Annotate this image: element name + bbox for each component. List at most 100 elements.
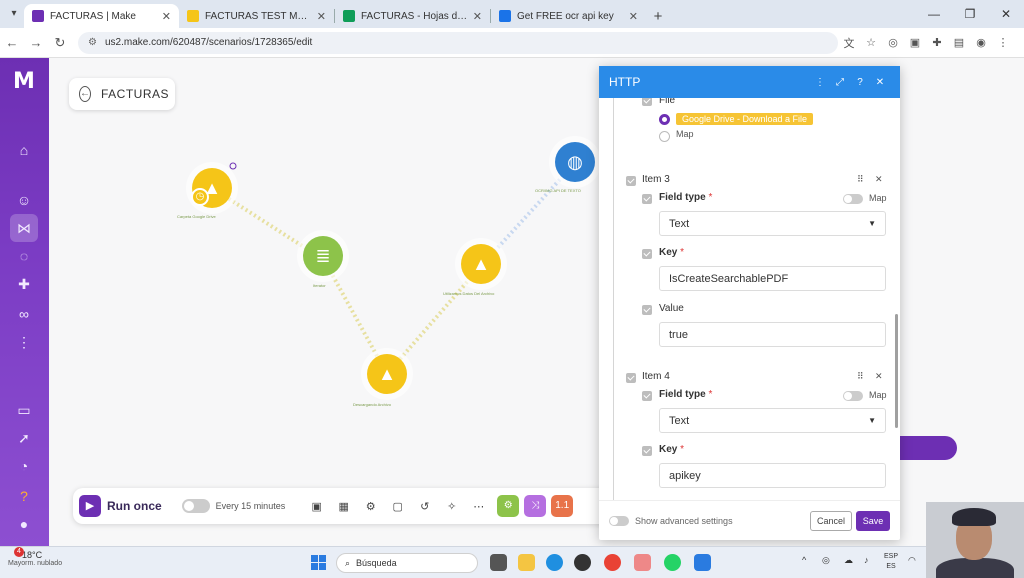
back-to-scenarios[interactable]: ← FACTURAS — [69, 78, 175, 110]
checkbox[interactable] — [626, 176, 636, 186]
run-once-label[interactable]: Run once — [107, 499, 162, 513]
close-tab-icon[interactable]: ✕ — [316, 10, 326, 23]
file-value-pill[interactable]: Google Drive - Download a File — [676, 113, 814, 125]
expand-icon[interactable]: ⤢ — [836, 76, 844, 88]
new-tab-button[interactable]: + — [653, 7, 663, 25]
translate-icon[interactable]: 文 — [843, 37, 855, 50]
iterator-node[interactable]: ≣ — [303, 236, 343, 276]
whatsapp-icon[interactable] — [664, 554, 681, 571]
tab-google-drive[interactable]: FACTURAS TEST MAKE - Googl ✕ — [179, 4, 334, 28]
undo-icon[interactable]: ↺ — [420, 500, 430, 513]
checkbox[interactable] — [642, 249, 652, 259]
controls-icon[interactable]: ▦ — [338, 500, 349, 513]
remove-item-icon[interactable]: ✕ — [875, 371, 883, 381]
tab-make[interactable]: FACTURAS | Make ✕ — [24, 4, 179, 28]
save-icon[interactable]: ▣ — [311, 500, 322, 513]
connections-icon[interactable]: ∞ — [19, 306, 29, 322]
team-icon[interactable]: ☺ — [16, 192, 32, 208]
notifications-icon[interactable]: ◔ — [19, 458, 29, 474]
scrollbar[interactable] — [895, 314, 898, 428]
help-icon[interactable]: ? — [20, 488, 28, 504]
tray-chevron-icon[interactable]: ^ — [802, 555, 807, 565]
tools-button[interactable]: ⚙ — [497, 495, 520, 517]
more-vert-icon[interactable]: ⋮ — [815, 76, 825, 88]
make-logo-icon[interactable]: M — [13, 69, 35, 94]
cancel-button[interactable]: Cancel — [810, 510, 852, 531]
file-explorer-icon[interactable] — [518, 554, 535, 571]
checkbox[interactable] — [642, 446, 652, 456]
text-parser-button[interactable]: 1.1 — [551, 495, 574, 517]
chrome-active-icon[interactable] — [634, 554, 651, 571]
checkbox[interactable] — [626, 373, 636, 383]
back-icon[interactable]: ← — [5, 35, 19, 50]
http-node[interactable]: ◍ — [555, 142, 595, 182]
wifi-icon[interactable]: ◠ — [908, 555, 916, 565]
map-toggle[interactable] — [843, 391, 863, 401]
key-input[interactable]: apikey — [659, 463, 886, 488]
edge-icon[interactable] — [546, 554, 563, 571]
chrome-icon[interactable] — [604, 554, 621, 571]
app-icon[interactable] — [574, 554, 591, 571]
notepad-icon[interactable] — [694, 554, 711, 571]
close-tab-icon[interactable]: ✕ — [628, 10, 638, 23]
tab-ocr[interactable]: Get FREE ocr api key ✕ — [491, 4, 646, 28]
forward-icon[interactable]: → — [29, 35, 43, 50]
checkbox[interactable] — [642, 305, 652, 315]
checkbox[interactable] — [642, 391, 652, 401]
run-once-button[interactable]: ▶ — [79, 495, 101, 517]
weather-widget[interactable]: 18°C Mayorm. nublado — [8, 550, 62, 567]
puzzle-icon[interactable]: ✚ — [932, 37, 942, 49]
restore-icon[interactable]: ❐ — [964, 7, 976, 21]
remove-item-icon[interactable]: ✕ — [875, 174, 883, 184]
windows-start-icon[interactable] — [311, 555, 326, 570]
site-info-icon[interactable]: ⚙ — [88, 37, 97, 48]
save-button[interactable]: Save — [856, 510, 890, 531]
extension-icon[interactable]: ◎ — [888, 37, 898, 49]
schedule-toggle[interactable] — [181, 499, 210, 513]
field-type-select[interactable]: Text ▼ — [659, 408, 886, 433]
bookmark-star-icon[interactable]: ☆ — [866, 37, 876, 49]
back-arrow-icon[interactable]: ← — [79, 86, 91, 102]
settings-gear-icon[interactable]: ⚙ — [365, 500, 376, 513]
extension-icon[interactable]: ▣ — [909, 37, 921, 49]
map-radio[interactable] — [659, 131, 670, 142]
download-file-node[interactable]: ▲ — [367, 354, 407, 394]
tab-search-icon[interactable]: ▾ — [11, 8, 17, 19]
notes-icon[interactable]: ▢ — [392, 500, 403, 513]
close-icon[interactable]: ✕ — [875, 76, 885, 88]
advanced-settings-toggle[interactable] — [609, 515, 629, 526]
templates-icon[interactable]: ◌ — [19, 248, 29, 264]
launch-icon[interactable]: ➚ — [18, 430, 30, 446]
clock-trigger-icon[interactable]: ◷ — [191, 188, 209, 206]
language-indicator[interactable]: ESP ES — [884, 552, 898, 572]
tab-sheets[interactable]: FACTURAS - Hojas de cálculo de ✕ — [335, 4, 490, 28]
reload-icon[interactable]: ↻ — [54, 34, 66, 50]
docs-icon[interactable]: ▭ — [17, 402, 31, 418]
sidebar-icon[interactable]: ▤ — [953, 37, 965, 49]
menu-dots-icon[interactable]: ⋮ — [997, 37, 1009, 49]
use-file-data-node[interactable]: ▲ — [461, 244, 501, 284]
close-tab-icon[interactable]: ✕ — [161, 10, 171, 23]
checkbox[interactable] — [642, 98, 652, 106]
more-dots-icon[interactable]: ⋯ — [473, 500, 485, 513]
map-toggle[interactable] — [843, 194, 863, 204]
file-source-radio[interactable] — [659, 114, 670, 125]
more-icon[interactable]: ⋮ — [17, 334, 31, 350]
taskbar-search[interactable]: ⌕ Búsqueda — [336, 553, 478, 573]
scenarios-icon[interactable]: ⋈ — [10, 214, 38, 242]
user-avatar-icon[interactable]: ● — [19, 516, 29, 532]
url-input[interactable]: ⚙ us2.make.com/620487/scenarios/1728365/… — [78, 31, 838, 54]
flow-control-button[interactable]: ⤨ — [524, 495, 547, 517]
drag-handle-icon[interactable]: ⠿ — [857, 371, 864, 381]
key-input[interactable]: IsCreateSearchablePDF — [659, 266, 886, 291]
close-window-icon[interactable]: ✕ — [1000, 7, 1012, 21]
drag-handle-icon[interactable]: ⠿ — [857, 174, 864, 184]
field-type-select[interactable]: Text ▼ — [659, 211, 886, 236]
minimize-icon[interactable]: — — [928, 7, 940, 21]
tray-app-icon[interactable]: ◎ — [822, 555, 830, 565]
profile-icon[interactable]: ◉ — [976, 37, 986, 49]
home-icon[interactable]: ⌂ — [19, 142, 29, 158]
value-input[interactable]: true — [659, 322, 886, 347]
apps-icon[interactable]: ✚ — [18, 276, 30, 292]
cloud-icon[interactable]: ☁ — [844, 555, 853, 565]
